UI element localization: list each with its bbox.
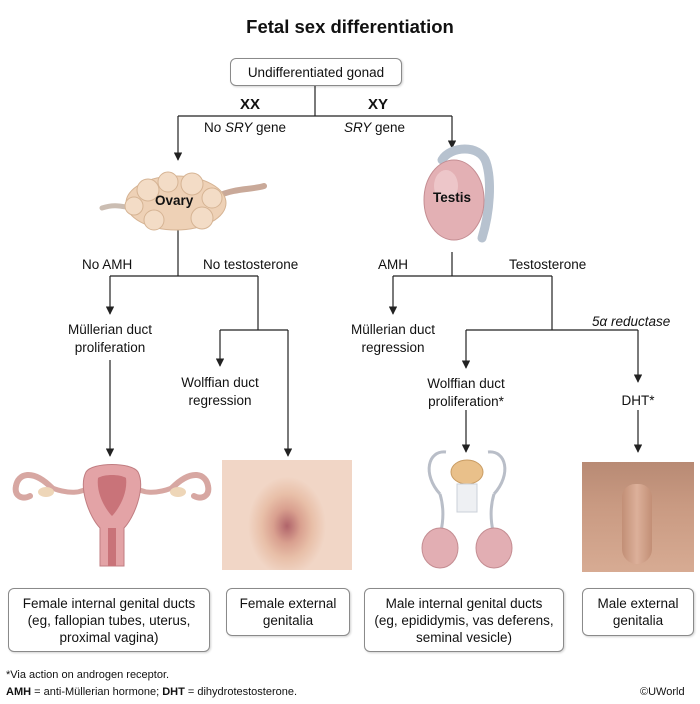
male-internal-illustration: [421, 450, 513, 569]
male-mullerian-line-1: Müllerian duct: [350, 322, 436, 337]
female-internal-line-3: proximal vagina): [59, 629, 159, 645]
female-mullerian-label: Müllerian duct proliferation: [50, 321, 170, 357]
female-internal-line-1: Female internal genital ducts: [22, 595, 196, 611]
male-internal-line-3: seminal vesicle): [415, 629, 513, 645]
amh-def: = anti-Müllerian hormone;: [31, 686, 163, 698]
diagram-title: Fetal sex differentiation: [246, 16, 454, 37]
female-internal-box: Female internal genital ducts (eg, fallo…: [8, 588, 210, 652]
female-external-line-2: genitalia: [262, 613, 314, 628]
female-wolffian-line-1: Wolffian duct: [181, 375, 259, 390]
dht-def: = dihydrotestosterone.: [184, 686, 298, 698]
female-wolffian-line-2: regression: [188, 393, 252, 408]
male-internal-line-1: Male internal genital ducts: [385, 595, 543, 611]
xx-label: XX: [240, 96, 261, 113]
male-external-shape: [622, 484, 652, 564]
no-amh-label: No AMH: [82, 257, 133, 272]
female-external-illustration: [222, 460, 352, 570]
no-sry-label: No SRY gene: [204, 119, 286, 137]
dht-label: DHT*: [621, 393, 655, 408]
5a-reductase-label: 5α reductase: [592, 314, 671, 329]
ovary-label: Ovary: [155, 193, 194, 208]
ovary-illustration: [99, 171, 267, 231]
female-mullerian-line-2: proliferation: [74, 340, 146, 355]
male-external-box: Male external genitalia: [582, 588, 694, 636]
male-wolffian-line-1: Wolffian duct: [427, 376, 505, 391]
male-external-illustration: [582, 462, 694, 572]
male-internal-line-2: (eg, epididymis, vas deferens,: [374, 612, 554, 628]
amh-abbr: AMH: [6, 686, 32, 698]
sry-suffix: gene: [371, 120, 406, 135]
no-testosterone-label: No testosterone: [203, 257, 299, 272]
male-external-line-2: genitalia: [612, 613, 664, 628]
copyright: ©UWorld: [640, 686, 685, 698]
amh-label: AMH: [378, 257, 408, 272]
dht-abbr: DHT: [162, 686, 185, 698]
sry-gene: SRY: [344, 120, 372, 135]
testosterone-label: Testosterone: [509, 257, 587, 272]
male-internal-box: Male internal genital ducts (eg, epididy…: [364, 588, 564, 652]
female-internal-line-2: (eg, fallopian tubes, uterus,: [27, 612, 191, 628]
no-sry-prefix: No: [204, 120, 226, 135]
male-wolffian-label: Wolffian duct proliferation*: [406, 375, 526, 411]
male-mullerian-label: Müllerian duct regression: [333, 321, 453, 357]
testis-illustration: [423, 144, 494, 243]
female-external-line-1: Female external: [239, 596, 337, 611]
no-sry-suffix: gene: [252, 120, 287, 135]
female-external-box: Female external genitalia: [226, 588, 350, 636]
female-mullerian-line-1: Müllerian duct: [67, 322, 153, 337]
footnote: *Via action on androgen receptor.: [6, 669, 170, 681]
female-wolffian-label: Wolffian duct regression: [160, 374, 280, 410]
male-wolffian-line-2: proliferation*: [428, 394, 504, 409]
male-external-line-1: Male external: [597, 596, 679, 611]
sry-label: SRY gene: [344, 119, 405, 137]
abbreviations: AMH = anti-Müllerian hormone; DHT = dihy…: [6, 685, 297, 699]
no-sry-gene: SRY: [225, 120, 253, 135]
testis-label: Testis: [433, 190, 472, 205]
uterus-illustration: [12, 464, 212, 567]
root-box: Undifferentiated gonad: [230, 58, 402, 86]
root-box-label: Undifferentiated gonad: [247, 64, 385, 80]
male-mullerian-line-2: regression: [361, 340, 425, 355]
xy-label: XY: [368, 96, 389, 113]
